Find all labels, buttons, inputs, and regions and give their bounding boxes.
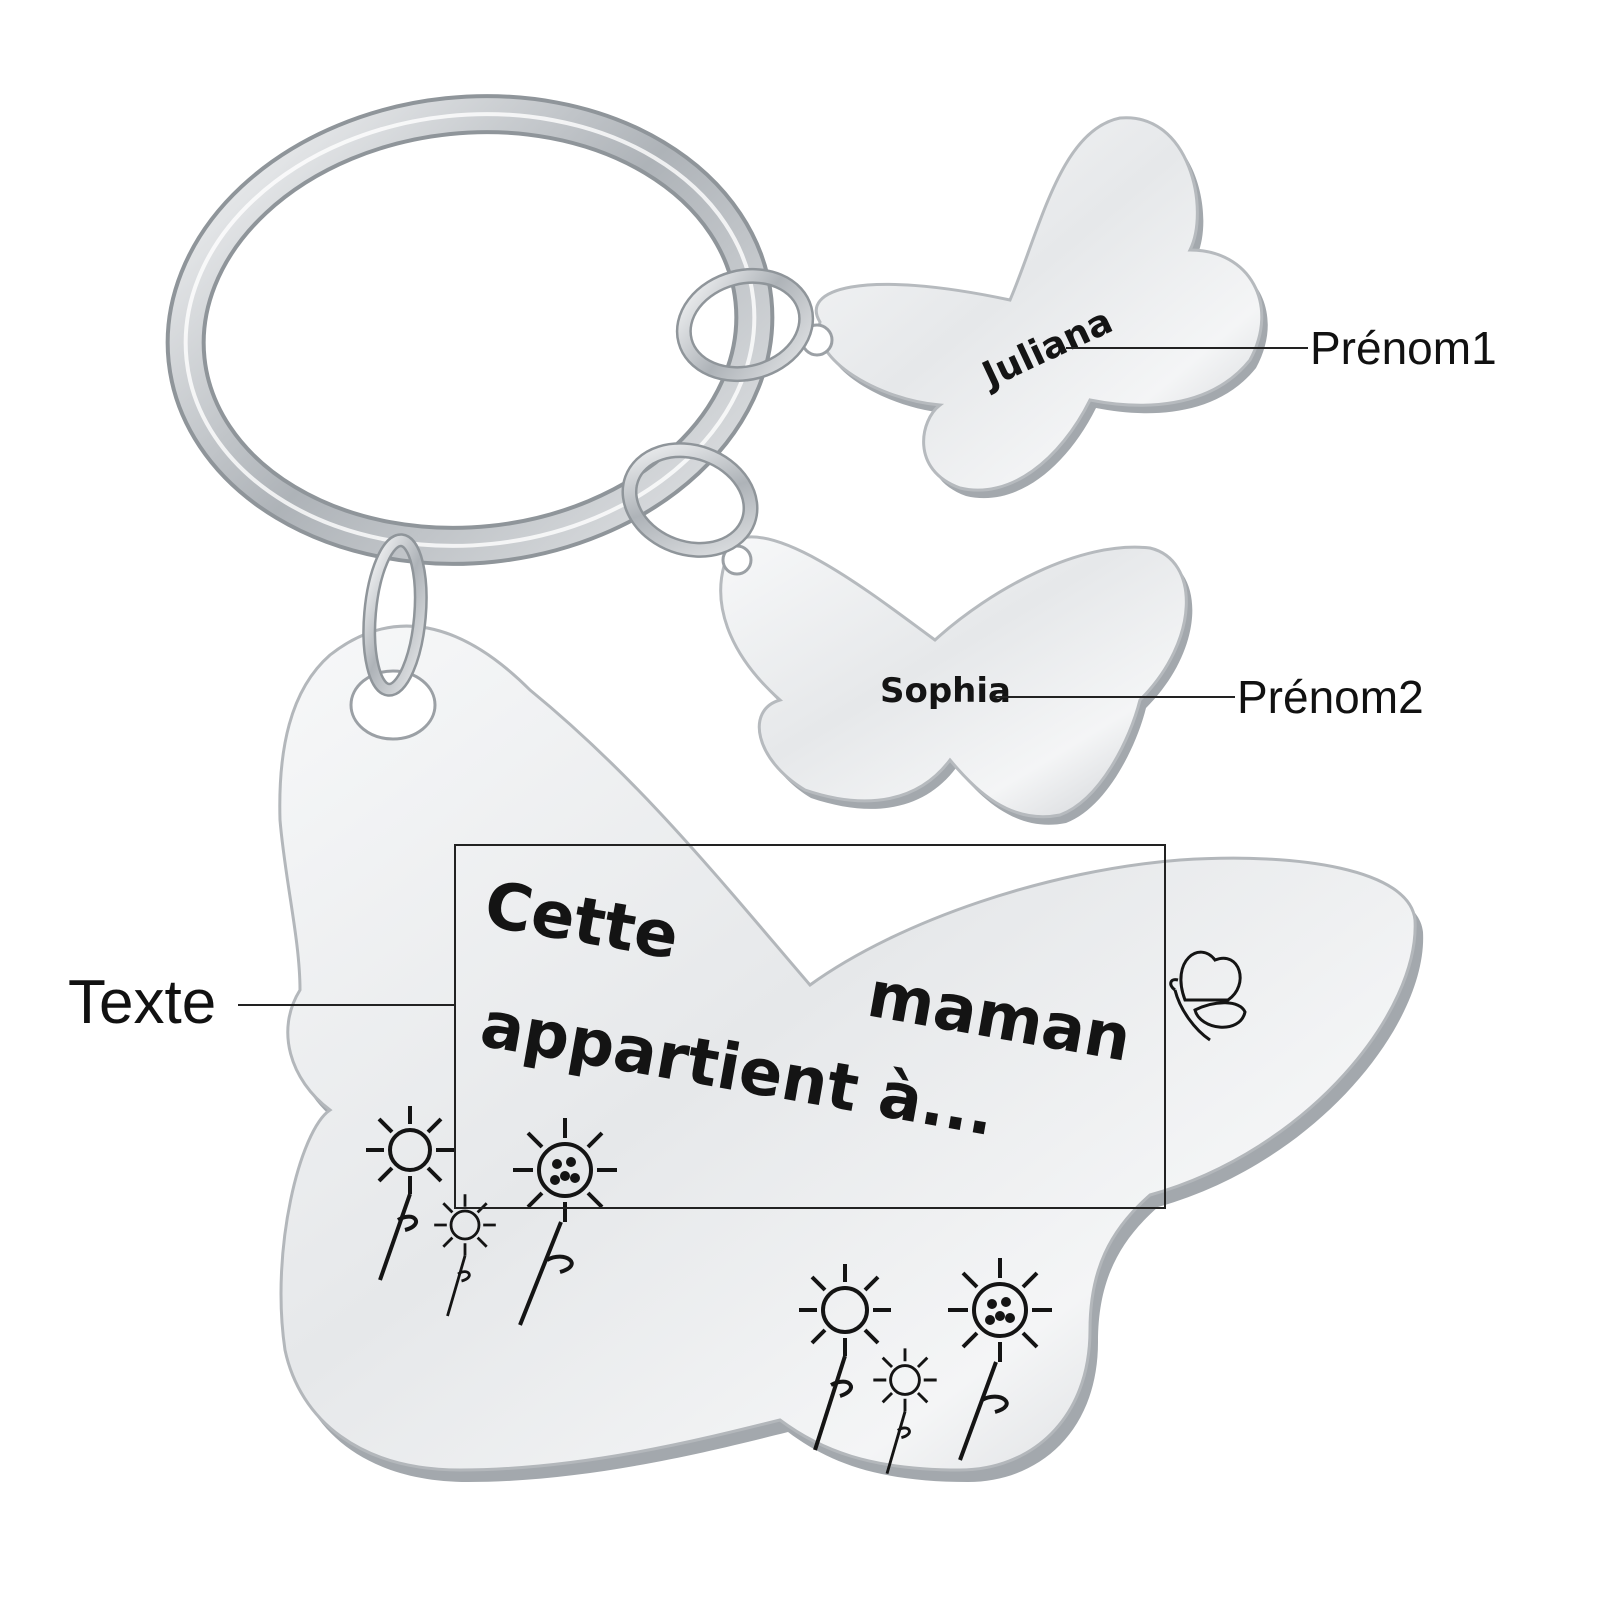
butterfly-tag-large: Cette maman appartient à... bbox=[278, 624, 1424, 1482]
flower-icon bbox=[434, 1194, 496, 1317]
split-key-ring bbox=[165, 94, 775, 566]
callout-label-texte: Texte bbox=[68, 968, 217, 1037]
flower-icon bbox=[366, 1106, 454, 1281]
butterfly-charm-top: Juliana bbox=[800, 116, 1268, 499]
butterfly-doodle-icon bbox=[1169, 950, 1247, 1042]
jump-ring-top bbox=[675, 267, 815, 383]
flower-icon bbox=[948, 1258, 1052, 1461]
callout-label-prenom2: Prénom2 bbox=[1237, 671, 1424, 723]
flower-icon bbox=[799, 1264, 891, 1451]
flower-icon bbox=[873, 1348, 937, 1475]
flower-icon bbox=[513, 1118, 617, 1326]
jump-ring-middle bbox=[621, 442, 759, 558]
text-area-frame bbox=[454, 844, 1166, 1209]
name-engraving-2: Sophia bbox=[880, 671, 1011, 711]
butterfly-charm-middle: Sophia bbox=[719, 535, 1193, 825]
flower-doodles bbox=[366, 1106, 1052, 1475]
jump-ring-large-tag bbox=[362, 533, 428, 697]
callout-lines bbox=[238, 347, 1308, 1209]
callout-label-prenom1: Prénom1 bbox=[1310, 322, 1497, 374]
